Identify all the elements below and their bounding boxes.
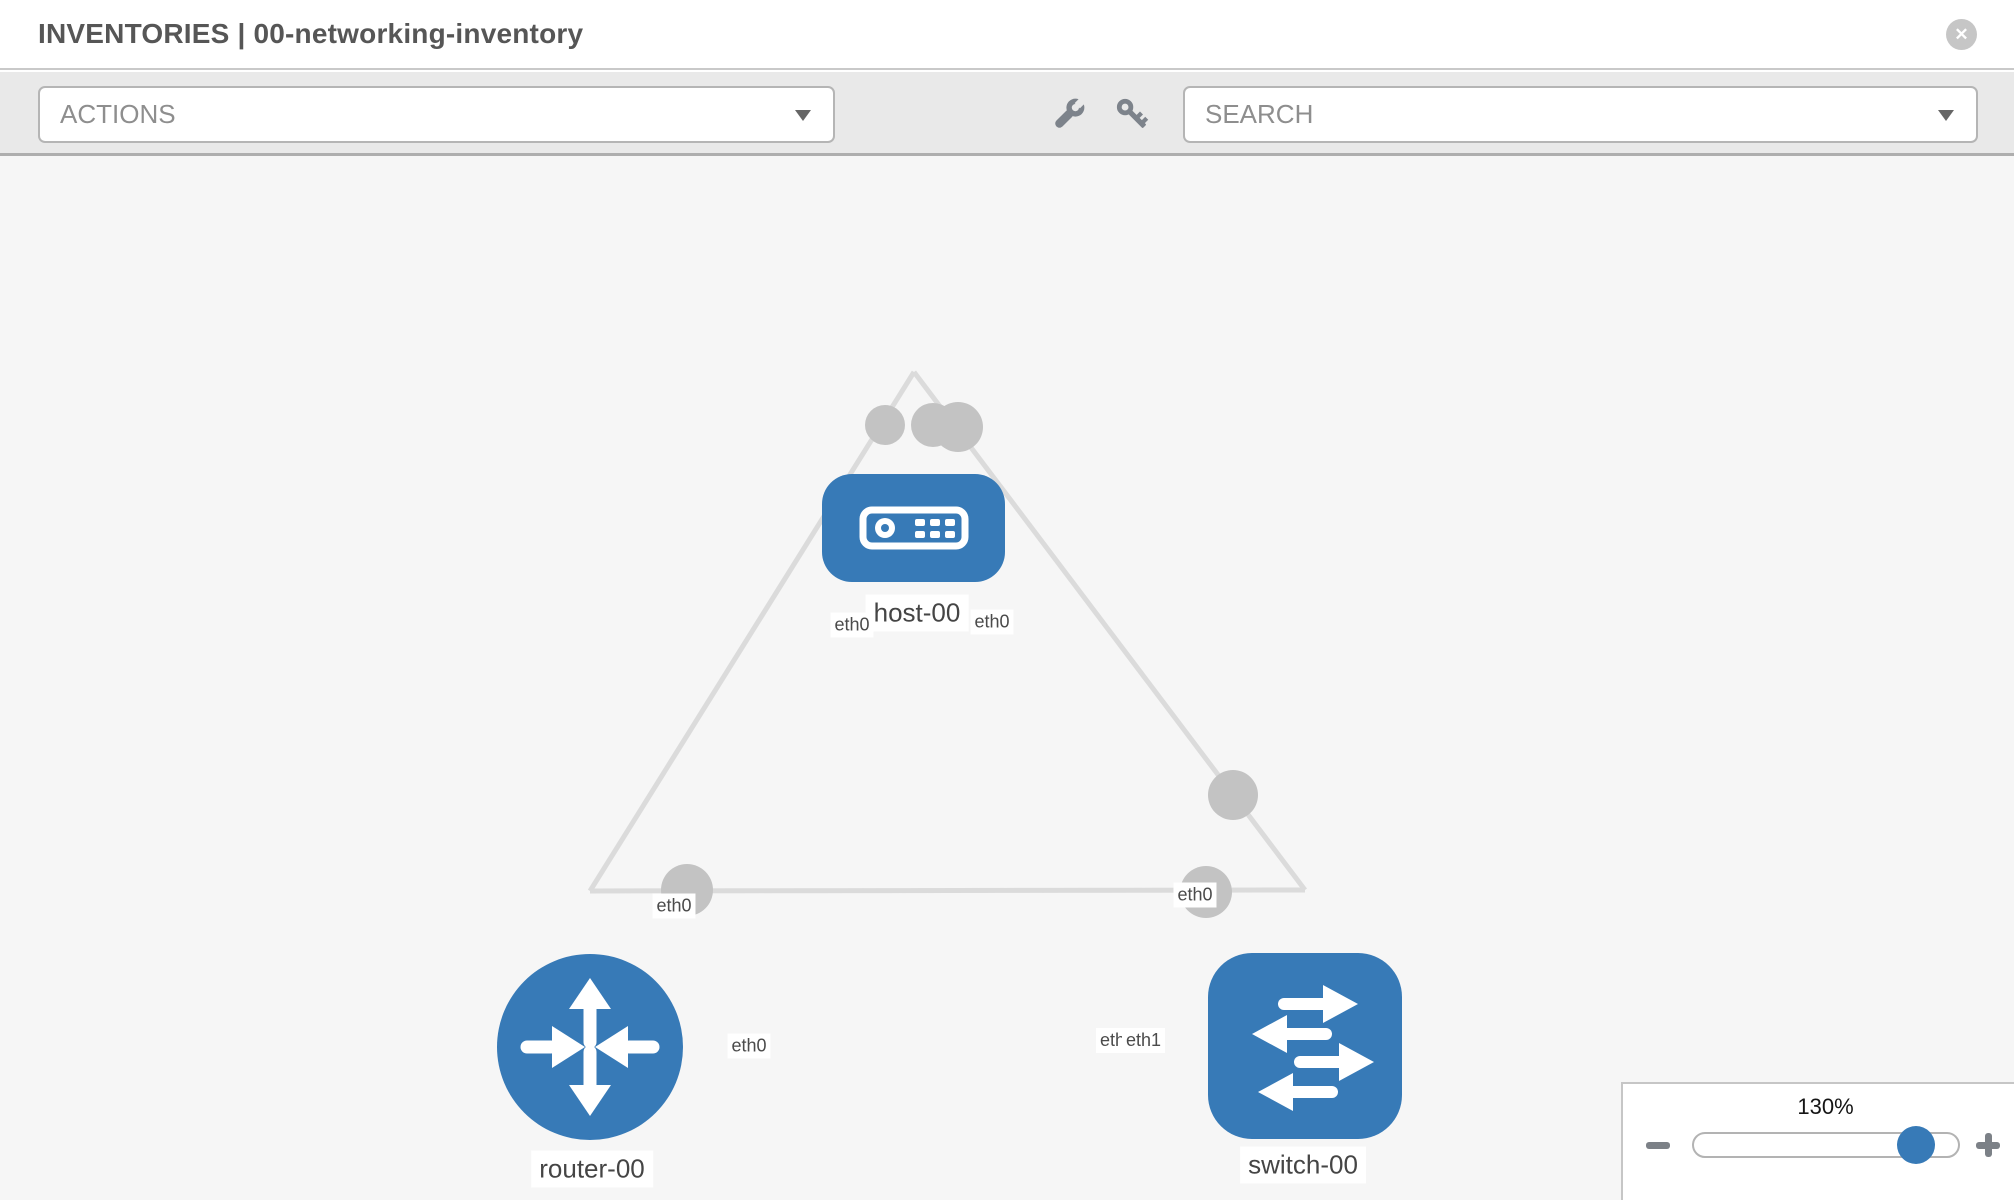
- zoom-slider-knob[interactable]: [1897, 1126, 1935, 1164]
- minus-icon: [1646, 1141, 1670, 1149]
- page-title: INVENTORIES | 00-networking-inventory: [38, 18, 584, 49]
- link-lines: [587, 370, 1307, 894]
- zoom-level-value: 130%: [1797, 1094, 1854, 1119]
- interface-label-host-eth0-right: eth0: [970, 609, 1014, 635]
- topology-canvas[interactable]: host-00 router-00 switch-00 eth0 eth0 et…: [0, 156, 2014, 1200]
- caret-down-icon: [1938, 109, 1954, 121]
- interface-label-switch-eth1: eth1: [1122, 1028, 1166, 1053]
- router-arrows-icon: [520, 978, 660, 1116]
- header: INVENTORIES | 00-networking-inventory ✕: [0, 0, 2014, 70]
- node-label-switch: switch-00: [1240, 1146, 1366, 1184]
- zoom-in-button[interactable]: [1971, 1128, 2005, 1162]
- interface-label-switch-eth0-top: eth0: [1173, 882, 1217, 908]
- wrench-icon: [1055, 95, 1087, 128]
- zoom-control-panel: 130%: [1621, 1082, 2014, 1200]
- close-button[interactable]: ✕: [1946, 19, 1977, 50]
- interface-label-host-eth0-left: eth0: [830, 612, 874, 638]
- link-host-router: [587, 370, 917, 893]
- zoom-out-button[interactable]: [1641, 1128, 1675, 1162]
- caret-down-icon: [795, 109, 811, 121]
- interface-bubble[interactable]: [865, 405, 905, 445]
- interface-label-router-eth0-right: eth0: [727, 1033, 771, 1059]
- interface-bubble[interactable]: [933, 402, 983, 452]
- links-layer: [587, 370, 1307, 918]
- close-icon: ✕: [1954, 25, 1969, 44]
- search-dropdown-label: SEARCH: [1205, 99, 1314, 129]
- node-host-00[interactable]: [822, 474, 1005, 582]
- switch-arrows-icon: [1252, 985, 1374, 1111]
- plus-icon: [1976, 1133, 2000, 1157]
- interface-label-router-eth0-top: eth0: [652, 893, 696, 919]
- toolbar: ACTIONS: [0, 72, 2014, 156]
- actions-dropdown-label: ACTIONS: [60, 99, 176, 129]
- configure-button[interactable]: [1042, 86, 1094, 143]
- node-switch-00[interactable]: [1208, 953, 1402, 1139]
- node-label-host: host-00: [865, 594, 969, 632]
- key-icon: [1116, 98, 1149, 128]
- credentials-button[interactable]: [1107, 86, 1159, 143]
- search-dropdown[interactable]: SEARCH: [1183, 86, 1978, 143]
- host-device-icon: [859, 506, 968, 550]
- node-router-00[interactable]: [497, 954, 683, 1140]
- interface-bubble[interactable]: [1208, 770, 1258, 820]
- node-label-router: router-00: [531, 1150, 653, 1188]
- zoom-slider-track[interactable]: [1692, 1126, 1960, 1164]
- actions-dropdown[interactable]: ACTIONS: [38, 86, 835, 143]
